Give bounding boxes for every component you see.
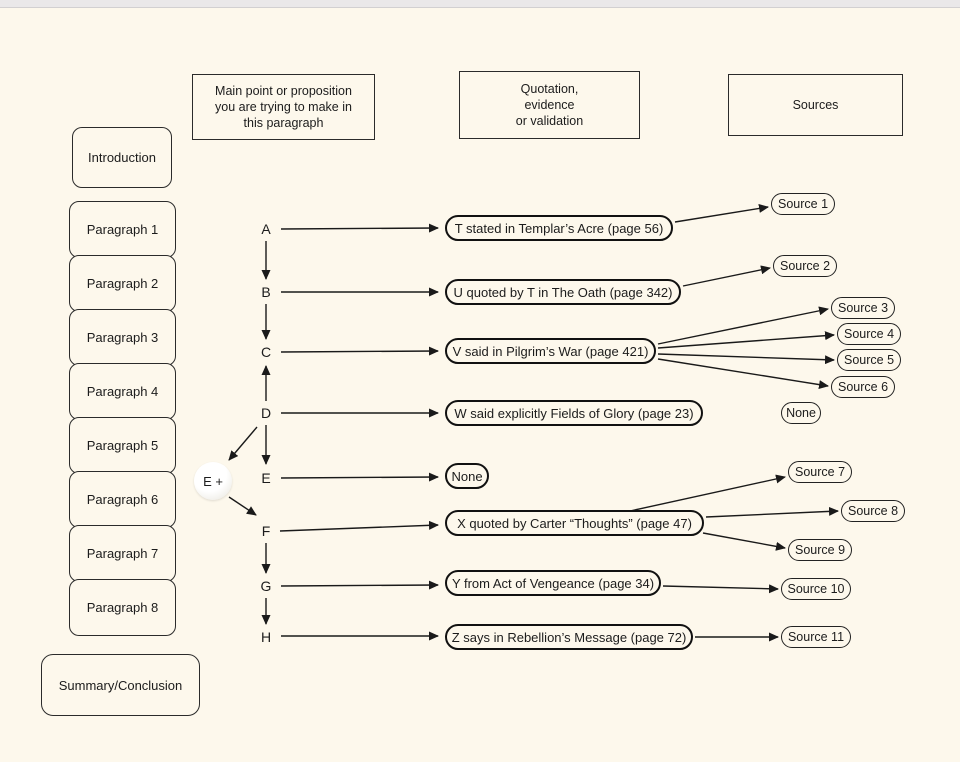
evidence-pill-none: None [445, 463, 489, 489]
outline-box-paragraph-1: Paragraph 1 [69, 201, 176, 258]
e-plus-node: E + [194, 462, 232, 500]
evidence-pill-z: Z says in Rebellion’s Message (page 72) [445, 624, 693, 650]
evidence-pill-x: X quoted by Carter “Thoughts” (page 47) [445, 510, 704, 536]
point-letter-c: C [260, 344, 272, 360]
arrow-g-evidence [280, 580, 439, 590]
source-pill-4: Source 4 [837, 323, 901, 345]
header-main-point: Main point or proposition you are trying… [192, 74, 375, 140]
source-pill-8: Source 8 [841, 500, 905, 522]
source-pill-10: Source 10 [781, 578, 851, 600]
point-letter-h: H [260, 629, 272, 645]
point-letter-f: F [261, 523, 271, 539]
arrow-v-source5 [657, 353, 835, 365]
evidence-pill-w: W said explicitly Fields of Glory (page … [445, 400, 703, 426]
source-pill-5: Source 5 [837, 349, 901, 371]
arrow-u-source2 [682, 265, 771, 287]
arrow-d-eplus [228, 426, 258, 461]
arrow-a-evidence [280, 223, 439, 233]
evidence-pill-y: Y from Act of Vengeance (page 34) [445, 570, 661, 596]
outline-box-paragraph-2: Paragraph 2 [69, 255, 176, 312]
source-pill-none: None [781, 402, 821, 424]
arrow-eplus-f [228, 496, 257, 516]
arrow-y-source10 [662, 584, 779, 594]
outline-box-paragraph-4: Paragraph 4 [69, 363, 176, 420]
source-pill-6: Source 6 [831, 376, 895, 398]
arrow-v-source3 [657, 306, 829, 345]
outline-box-paragraph-7: Paragraph 7 [69, 525, 176, 582]
outline-box-introduction: Introduction [72, 127, 172, 188]
outline-box-paragraph-5: Paragraph 5 [69, 417, 176, 474]
source-pill-3: Source 3 [831, 297, 895, 319]
header-sources: Sources [728, 74, 903, 136]
arrow-e-evidence [280, 472, 439, 482]
point-letter-e: E [261, 470, 271, 486]
outline-box-paragraph-3: Paragraph 3 [69, 309, 176, 366]
arrow-f-evidence [279, 520, 439, 532]
arrow-x-source7 [629, 474, 786, 512]
arrow-x-source8 [705, 506, 839, 518]
point-letter-g: G [260, 578, 272, 594]
evidence-pill-t: T stated in Templar’s Acre (page 56) [445, 215, 673, 241]
window-top-strip [0, 0, 960, 8]
outline-box-paragraph-6: Paragraph 6 [69, 471, 176, 528]
arrow-c-evidence [280, 346, 439, 356]
arrow-t-source1 [674, 203, 769, 223]
arrow-x-source9 [702, 532, 786, 551]
evidence-pill-u: U quoted by T in The Oath (page 342) [445, 279, 681, 305]
header-quotation: Quotation, evidence or validation [459, 71, 640, 139]
source-pill-11: Source 11 [781, 626, 851, 648]
point-letter-a: A [261, 221, 271, 237]
outline-box-paragraph-8: Paragraph 8 [69, 579, 176, 636]
point-letter-d: D [260, 405, 272, 421]
source-pill-9: Source 9 [788, 539, 852, 561]
source-pill-7: Source 7 [788, 461, 852, 483]
point-letter-b: B [261, 284, 271, 300]
source-pill-1: Source 1 [771, 193, 835, 215]
arrow-group [228, 203, 839, 642]
evidence-pill-v: V said in Pilgrim’s War (page 421) [445, 338, 656, 364]
source-pill-2: Source 2 [773, 255, 837, 277]
arrow-v-source6 [657, 358, 829, 390]
outline-box-summary-conclusion: Summary/Conclusion [41, 654, 200, 716]
arrow-v-source4 [657, 331, 835, 349]
